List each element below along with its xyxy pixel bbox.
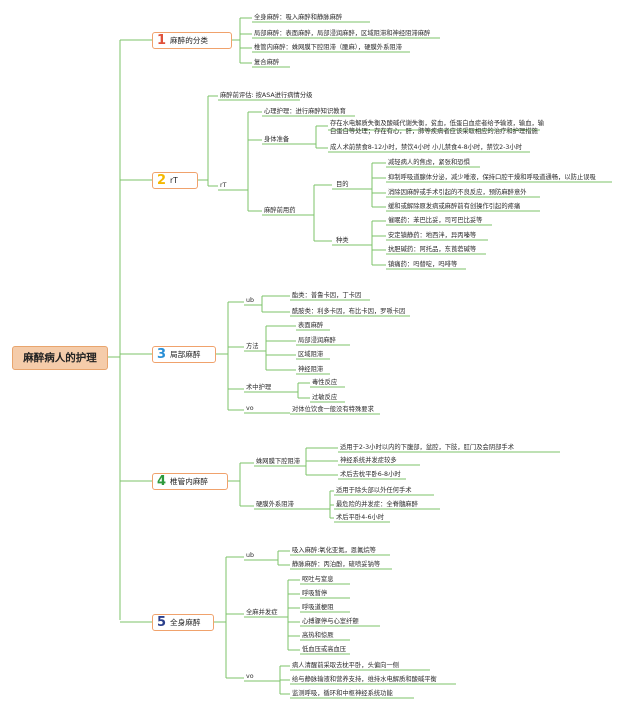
b2-types-item: 镇痛药：吗替啶，吗啡等 — [388, 261, 458, 268]
branch-3-node[interactable]: 3 局部麻醉 — [152, 346, 216, 363]
b3-intraop-item: 毒性反应 — [312, 379, 338, 386]
b4-sub1-item: 神经系统并发症较多 — [340, 457, 397, 464]
branch-2-node[interactable]: 2 rT — [152, 172, 198, 189]
branch-4-title: 椎管内麻醉 — [170, 477, 209, 486]
b3-intraop: 术中护理 — [246, 384, 272, 391]
b3-ub-item: 酯类：普鲁卡因，丁卡因 — [292, 292, 362, 299]
b2-types-item: 安定镇静药：地西泮，异丙嗪等 — [388, 232, 477, 239]
b2-types-item: 抗胆碱药：阿托品，东莨菪碱等 — [388, 246, 477, 253]
b4-sub1: 蛛网膜下腔阻滞 — [256, 458, 301, 465]
b2-body-item: 成人术前禁食8-12小时，禁饮4小时 小儿禁食4-8小时，禁饮2-3小时 — [330, 144, 522, 151]
b1-item: 椎管内麻醉：蛛网膜下腔阻滞（腰麻），硬膜外系阻滞 — [254, 44, 402, 51]
branch-4-number: 4 — [157, 474, 167, 489]
b1-item: 复合麻醉 — [254, 59, 280, 66]
b3-vo-item: 对体位饮食一般没有特殊要求 — [292, 406, 374, 413]
b2-body: 身体准备 — [264, 136, 290, 143]
b5-vo-item: 监测呼吸，循环和中枢神经系统功能 — [292, 690, 393, 697]
b3-ub-item: 酰胺类：利多卡因，布比卡因，罗哌卡因 — [292, 308, 406, 315]
b5-comp-item: 低血压或高血压 — [302, 646, 347, 653]
b5-comp: 全麻并发症 — [246, 609, 278, 616]
branch-5-title: 全身麻醉 — [170, 618, 201, 627]
b5-ub-item: 静脉麻醉：丙泊酚，硫喷妥钠等 — [292, 561, 381, 568]
b2-purpose-item: 缓和或解除原发病或麻醉前有创操作引起的疼痛 — [388, 203, 521, 210]
b5-ub: ub — [246, 552, 254, 559]
b2-rt: rT — [220, 182, 227, 189]
b4-sub2: 硬膜外系阻滞 — [256, 501, 294, 508]
b2-purpose-item: 减轻病人的焦虑，紧张和恐惧 — [388, 159, 470, 166]
branch-2-number: 2 — [157, 173, 167, 188]
branch-2-title: rT — [170, 176, 178, 185]
b2-purpose-item: 抑制呼吸道腺体分泌，减少唾液，保持口腔干燥和呼吸道通畅，以防止误吸 — [388, 174, 596, 181]
b2-premed: 麻醉前用药 — [264, 207, 296, 214]
b2-purpose: 目的 — [336, 181, 349, 188]
b3-method: 方法 — [246, 343, 259, 350]
branch-3-title: 局部麻醉 — [170, 350, 201, 359]
b2-body-item: 存在水电解质失衡及酸碱代谢失衡，贫血，低蛋白血症者给予输液，输血，输白蛋白等处理… — [330, 120, 545, 135]
b1-item: 全身麻醉：吸入麻醉和静脉麻醉 — [254, 14, 343, 21]
b4-sub2-item: 最危险的并发症：全脊髓麻醉 — [336, 501, 418, 508]
b2-types-item: 催眠药：苯巴比妥，司可巴比妥等 — [388, 217, 483, 224]
b5-vo-item: 病人清醒前采取去枕平卧，头偏向一侧 — [292, 662, 400, 669]
b5-comp-item: 呼吸道梗阻 — [302, 604, 334, 611]
b3-vo: vo — [246, 405, 254, 412]
branch-3-number: 3 — [157, 347, 167, 362]
b4-sub2-item: 适用于除头部以外任何手术 — [336, 487, 412, 494]
b3-method-item: 局部浸润麻醉 — [298, 337, 336, 344]
b5-comp-item: 高热和惊厥 — [302, 632, 334, 639]
b3-method-item: 表面麻醉 — [298, 322, 324, 329]
b2-purpose-item: 消除因麻醉或手术引起的不良反应，预防麻醉意外 — [388, 189, 527, 196]
branch-1-number: 1 — [157, 33, 167, 48]
branch-5-number: 5 — [157, 615, 167, 630]
b3-intraop-item: 过敏反应 — [312, 394, 338, 401]
b4-sub2-item: 术后平卧4-6小时 — [336, 514, 385, 521]
branch-4-node[interactable]: 4 椎管内麻醉 — [152, 473, 228, 490]
b3-method-item: 区域阻滞 — [298, 351, 324, 358]
b2-psych: 心理护理：进行麻醉知识教育 — [264, 108, 346, 115]
b5-vo-item: 给与静脉输液和营养支持，维持水电解质和酸碱平衡 — [292, 676, 437, 683]
b2-types: 种类 — [336, 237, 349, 244]
branch-1-title: 麻醉的分类 — [170, 36, 209, 45]
b5-comp-item: 呕吐与窒息 — [302, 576, 334, 583]
b5-comp-item: 呼吸暂停 — [302, 590, 328, 597]
root-node[interactable]: 麻醉病人的护理 — [12, 346, 108, 370]
b5-vo: vo — [246, 673, 254, 680]
b1-item: 局部麻醉：表面麻醉，局部浸润麻醉，区域阻滞和神经阻滞麻醉 — [254, 30, 431, 37]
b4-sub1-item: 术后去枕平卧6-8小时 — [340, 471, 401, 478]
branch-5-node[interactable]: 5 全身麻醉 — [152, 614, 214, 631]
b2-eval: 麻醉前评估: 按ASA进行病情分级 — [220, 92, 313, 99]
b5-comp-item: 心搏骤停与心室纤颤 — [302, 618, 359, 625]
branch-1-node[interactable]: 1 麻醉的分类 — [152, 32, 232, 49]
b4-sub1-item: 适用于2-3小时以内的下腹部，盆腔，下肢，肛门及会阴部手术 — [340, 444, 515, 451]
b5-ub-item: 吸入麻醉:氧化亚氮，恩氟烷等 — [292, 547, 376, 554]
b3-ub: ub — [246, 297, 254, 304]
b3-method-item: 神经阻滞 — [298, 366, 324, 373]
